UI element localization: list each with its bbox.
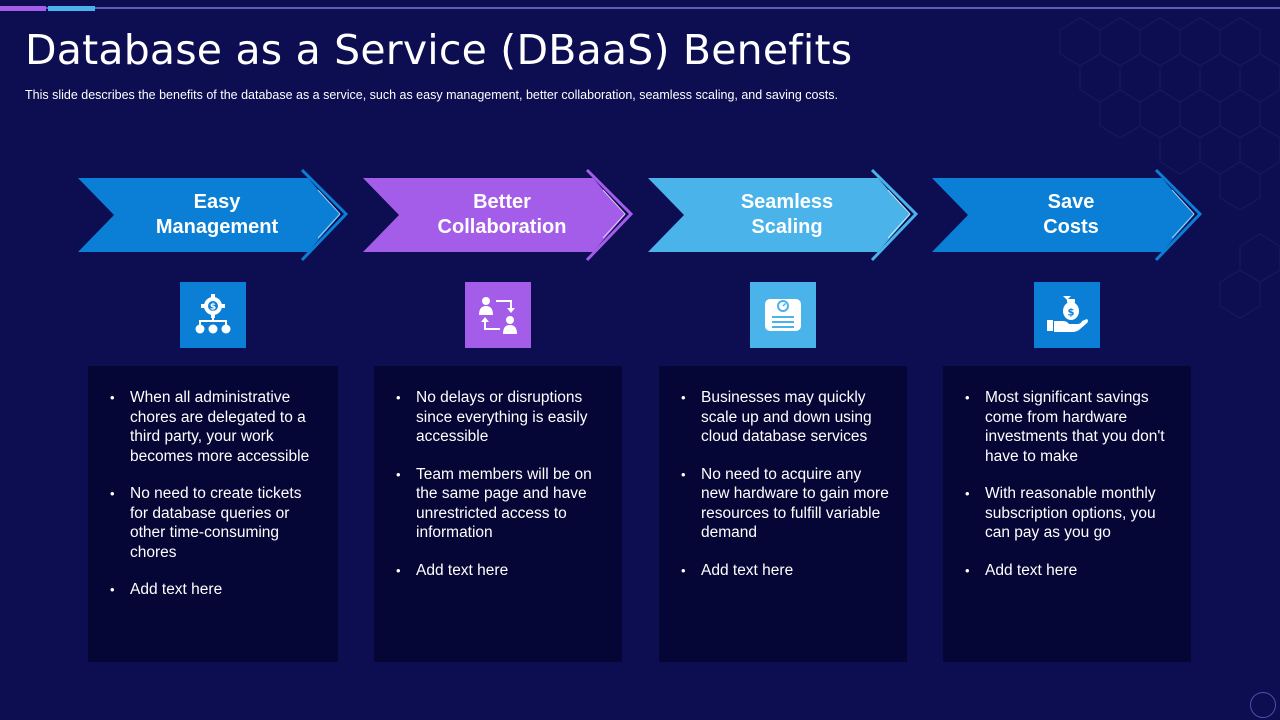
page-title: Database as a Service (DBaaS) Benefits: [25, 26, 853, 74]
bullet-item: Most significant savings come from hardw…: [965, 388, 1175, 466]
page-subtitle: This slide describes the benefits of the…: [25, 88, 838, 102]
bullet-item: No need to acquire any new hardware to g…: [681, 465, 891, 543]
icon-tile: $: [1034, 282, 1100, 348]
bullet-item: Add text here: [965, 561, 1175, 581]
chevron-arrow: [932, 168, 1203, 262]
bullet-item: Add text here: [396, 561, 606, 581]
icon-tile: $: [180, 282, 246, 348]
chevron-title-line2: Scaling: [751, 216, 823, 238]
bullet-item: No delays or disruptions since everythin…: [396, 388, 606, 447]
chevron-title-line2: Management: [155, 216, 279, 238]
benefit-card: No delays or disruptions since everythin…: [374, 366, 622, 662]
top-accent-blue: [48, 6, 95, 11]
benefit-card: When all administrative chores are deleg…: [88, 366, 338, 662]
chevron-title-line1: Seamless: [740, 191, 834, 213]
svg-text:$: $: [210, 303, 216, 313]
benefit-card: Most significant savings come from hardw…: [943, 366, 1191, 662]
top-rule: [0, 7, 1280, 9]
gear-dollar-hierarchy-icon: $: [195, 294, 231, 334]
bullet-item: No need to create tickets for database q…: [110, 484, 322, 562]
icon-tile: [750, 282, 816, 348]
chevron-arrow: [648, 168, 919, 262]
hand-money-bag-icon: $: [1047, 296, 1088, 332]
bullet-item: Add text here: [681, 561, 891, 581]
chevron-title-line2: Costs: [1043, 216, 1099, 238]
chevron-arrow: [363, 168, 634, 262]
benefit-card: Businesses may quickly scale up and down…: [659, 366, 907, 662]
svg-text:$: $: [1068, 308, 1075, 319]
top-accent-purple: [0, 6, 46, 11]
chevron-title-line1: Save: [1047, 191, 1095, 213]
bullet-item: With reasonable monthly subscription opt…: [965, 484, 1175, 543]
weighing-scale-icon: [765, 299, 801, 331]
chevron-title-line1: Easy: [193, 191, 241, 213]
hexagon-pattern-decoration: [1059, 17, 1280, 319]
chevron-title-line1: Better: [473, 191, 531, 213]
bullet-item: When all administrative chores are deleg…: [110, 388, 322, 466]
bullet-item: Add text here: [110, 580, 322, 600]
chevron-arrow: [78, 168, 349, 262]
bullet-item: Businesses may quickly scale up and down…: [681, 388, 891, 447]
corner-circle-decoration: [1250, 692, 1276, 718]
people-exchange-icon: [479, 297, 517, 334]
icon-tile: [465, 282, 531, 348]
bullet-item: Team members will be on the same page an…: [396, 465, 606, 543]
chevron-title-line2: Collaboration: [437, 216, 567, 238]
